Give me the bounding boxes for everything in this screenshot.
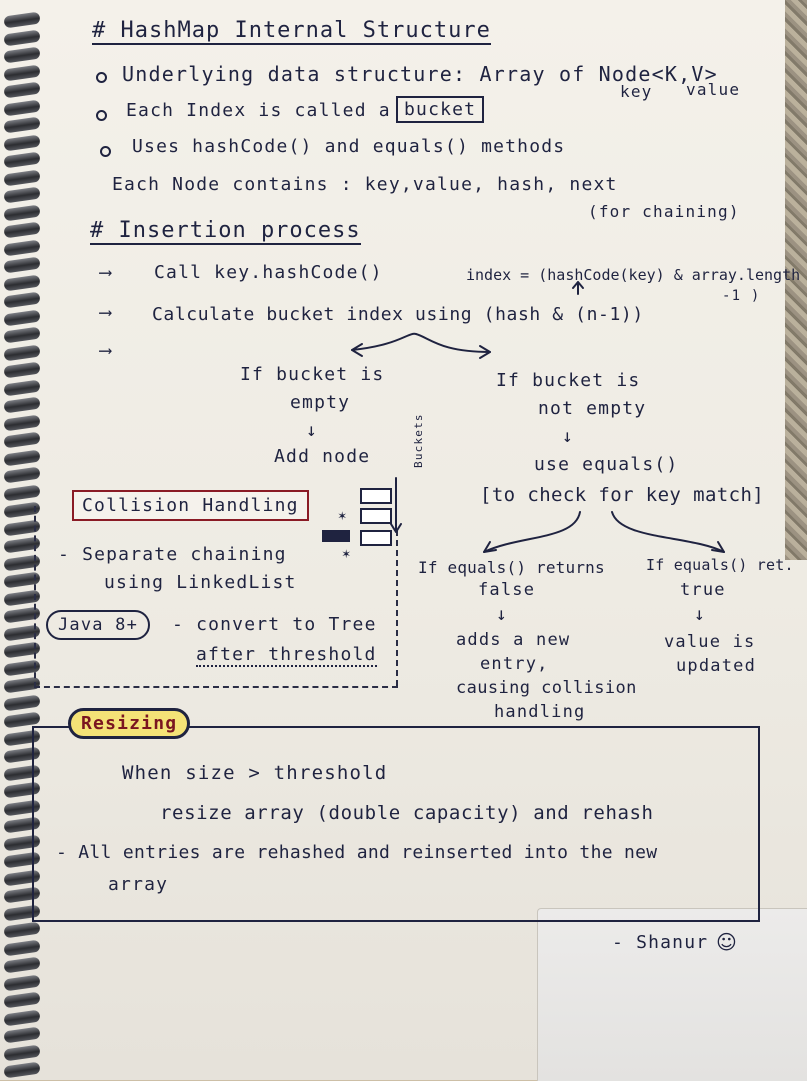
arrowhead-true [711, 541, 725, 553]
false-result-4: handling [494, 702, 586, 722]
collision-linkedlist: using LinkedList [104, 572, 297, 593]
note-value: value [686, 80, 741, 99]
collision-dashed-right [396, 530, 398, 686]
branch-empty-cond1: If bucket is [240, 364, 385, 385]
true-result-1: value is [664, 632, 756, 652]
formula-pointer [572, 281, 584, 295]
branch-not-empty-cond1: If bucket is [496, 370, 641, 391]
bucket-slot [360, 488, 392, 504]
bucket-slot [360, 530, 392, 546]
arrowhead-left [351, 343, 363, 357]
smiley-icon: ☺ [716, 930, 739, 954]
false-result-2: entry, [480, 654, 549, 674]
bullet-hashcode-equals: Uses hashCode() and equals() methods [132, 136, 566, 157]
branch-empty-cond2: empty [290, 392, 351, 413]
resizing-line-2: resize array (double capacity) and rehas… [160, 802, 654, 824]
equals-true-curve [611, 511, 725, 553]
false-result-3: causing collision [456, 678, 637, 698]
arrow-bullet: ⟶ [100, 262, 113, 283]
bullet-underlying-structure: Underlying data structure: Array of Node… [122, 62, 718, 86]
step-call-hashcode: Call key.hashCode() [154, 262, 383, 283]
bucket-term: bucket [396, 96, 485, 123]
arrow-down: ↓ [562, 426, 575, 447]
collision-heading: Collision Handling [72, 490, 309, 521]
folded-corner [537, 908, 807, 1081]
arrow-bullet: ⟶ [100, 302, 113, 323]
bucket-slot [360, 508, 392, 524]
node-contains: Each Node contains : key,value, hash, ne… [112, 174, 618, 195]
collision-spark-icon: ✶ [338, 508, 348, 524]
arrow-down: ↓ [694, 604, 707, 625]
collision-spark-icon: ✶ [342, 546, 352, 562]
collision-convert-tree: - convert to Tree [172, 614, 377, 635]
buckets-arrow [390, 477, 402, 533]
index-formula-tail: -1 ) [722, 288, 761, 304]
branch-curve [351, 332, 491, 353]
resizing-line-3: - All entries are rehashed and reinserte… [56, 842, 658, 863]
bullet-dot [100, 146, 111, 157]
arrow-down: ↓ [496, 604, 509, 625]
node-chaining-note: (for chaining) [588, 202, 740, 221]
resizing-frame [32, 726, 760, 922]
collision-after-threshold: after threshold [196, 644, 377, 667]
page-title: # HashMap Internal Structure [92, 18, 491, 45]
collided-node [322, 530, 350, 542]
signature: - Shanur [612, 932, 709, 953]
insertion-heading: # Insertion process [90, 218, 361, 245]
arrow-bullet: ⟶ [100, 340, 113, 361]
equals-true-cond2: true [680, 580, 726, 600]
note-key: key [620, 82, 653, 101]
arrow-down: ↓ [306, 420, 319, 441]
equals-false-cond1: If equals() returns [418, 558, 605, 577]
equals-true-cond1: If equals() ret. [646, 556, 794, 574]
resizing-line-4: array [108, 874, 169, 895]
collision-dashed-frame [34, 506, 398, 688]
index-formula: index = (hashCode(key) & array.length [466, 266, 801, 284]
action-add-node: Add node [274, 446, 371, 467]
false-result-1: adds a new [456, 630, 571, 650]
collision-separate-chaining: - Separate chaining [58, 544, 287, 565]
true-result-2: updated [676, 656, 757, 676]
arrowhead-right [479, 345, 491, 359]
arrowhead-false [483, 541, 497, 553]
bullet-each-index: Each Index is called a [126, 100, 391, 121]
action-use-equals: use equals() [534, 454, 679, 475]
equals-false-cond2: false [478, 580, 536, 600]
background-cloth [785, 0, 807, 560]
equals-false-curve [483, 511, 581, 553]
step-bucket-index: Calculate bucket index using (hash & (n-… [152, 304, 644, 325]
resizing-heading: Resizing [68, 708, 191, 739]
bullet-dot [96, 110, 107, 121]
bullet-dot [96, 72, 107, 83]
action-check-key: [to check for key match] [480, 484, 765, 506]
resizing-line-1: When size > threshold [122, 762, 388, 784]
branch-not-empty-cond2: not empty [538, 398, 647, 419]
java8-badge: Java 8+ [46, 610, 151, 640]
